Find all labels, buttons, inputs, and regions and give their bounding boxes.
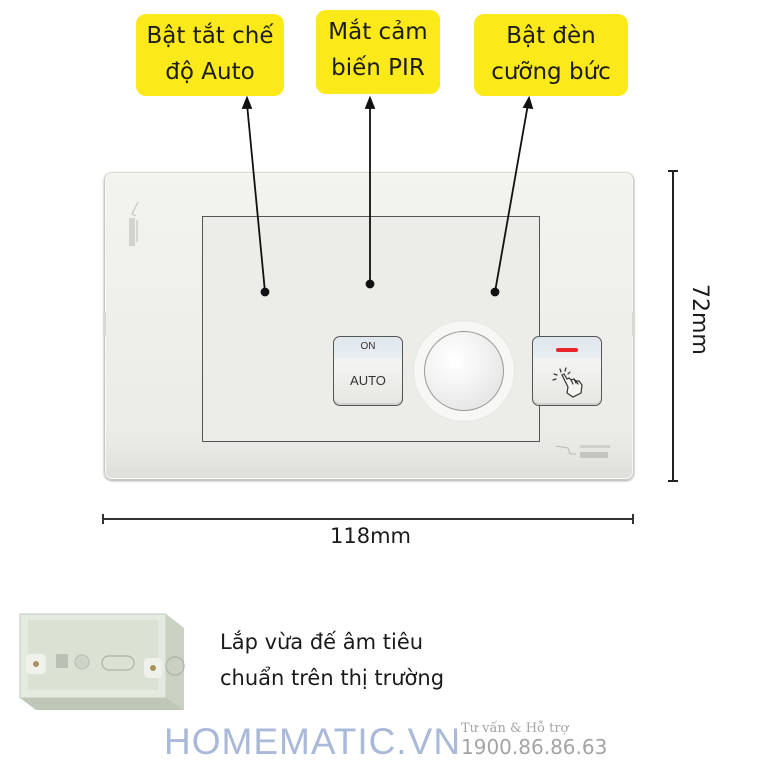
height-dimension-label: 72mm (687, 284, 712, 355)
pir-sensor-dome (424, 331, 504, 411)
height-dimension-line (668, 170, 678, 482)
callout-auto-line2: độ Auto (165, 59, 255, 85)
mounting-note: Lắp vừa đế âm tiêu chuẩn trên thị trường (220, 624, 444, 696)
wall-box-image (19, 613, 185, 710)
brand-logo-icon (555, 445, 610, 458)
auto-mode-button[interactable]: ON AUTO (333, 336, 403, 406)
inner-frame: ON AUTO (202, 216, 602, 442)
callout-auto-mode: Bật tắt chế độ Auto (136, 14, 284, 96)
callout-force-line2: cưỡng bức (491, 59, 611, 85)
width-dimension-line (102, 514, 634, 524)
callout-pir-sensor: Mắt cảm biến PIR (316, 10, 440, 94)
side-tab-left (103, 312, 106, 336)
callout-force-light: Bật đèn cưỡng bức (474, 14, 628, 96)
support-block: Tư vấn & Hỗ trợ 1900.86.86.63 (461, 721, 608, 759)
width-dimension-label: 118mm (330, 524, 411, 548)
support-label: Tư vấn & Hỗ trợ (461, 721, 569, 736)
callout-pir-line2: biến PIR (331, 55, 425, 81)
brand-logo-icon (129, 201, 139, 246)
on-label: ON (360, 341, 376, 352)
pir-sensor-ring (414, 321, 514, 421)
callout-pir-line1: Mắt cảm (328, 19, 428, 45)
switch-plate: ON AUTO (103, 172, 635, 480)
hotline-number: 1900.86.86.63 (461, 735, 608, 759)
dome-glint (449, 356, 461, 368)
callout-force-line1: Bật đèn (506, 23, 596, 49)
auto-label: AUTO (350, 373, 386, 388)
brand-watermark: HOMEMATIC.VN (164, 721, 462, 762)
force-light-button[interactable] (532, 336, 602, 406)
mounting-note-line2: chuẩn trên thị trường (220, 666, 445, 690)
red-indicator-led (556, 348, 578, 352)
mounting-note-line1: Lắp vừa đế âm tiêu (220, 630, 424, 654)
side-tab-right (632, 312, 635, 336)
hand-tap-icon (552, 367, 583, 398)
callout-auto-line1: Bật tắt chế (146, 23, 274, 49)
